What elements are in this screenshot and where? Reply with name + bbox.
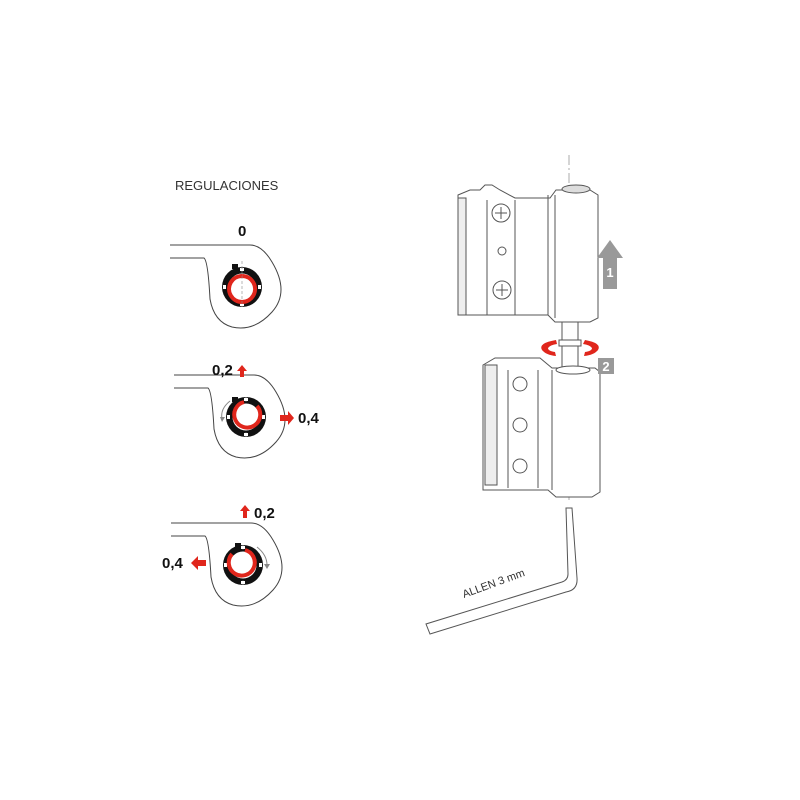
rotate-right-icon — [583, 340, 599, 356]
adjustment-diagram-left — [170, 522, 283, 607]
hinge-illustration — [425, 155, 601, 635]
step-1-label: 1 — [606, 265, 613, 280]
arrow-left-icon — [191, 556, 206, 570]
adjustment-diagram-neutral — [169, 244, 282, 329]
adjustment-3-horizontal-label: 0,4 — [162, 555, 183, 572]
adjustment-2-horizontal-label: 0,4 — [298, 410, 319, 427]
arrow-up-icon — [237, 365, 247, 377]
step-2-badge: 2 — [598, 358, 614, 374]
adjustment-2-vertical-label: 0,2 — [212, 362, 233, 379]
rotate-left-icon — [541, 340, 557, 356]
adjustment-neutral-label: 0 — [238, 223, 247, 240]
step-2-label: 2 — [602, 359, 609, 374]
step-1-arrow-icon: 1 — [597, 240, 623, 289]
section-title: REGULACIONES — [175, 178, 279, 193]
arrow-right-icon — [280, 411, 294, 425]
adjustment-3-vertical-label: 0,2 — [254, 505, 275, 522]
arrow-up-icon — [240, 505, 250, 518]
adjustment-diagram-right — [173, 374, 286, 459]
